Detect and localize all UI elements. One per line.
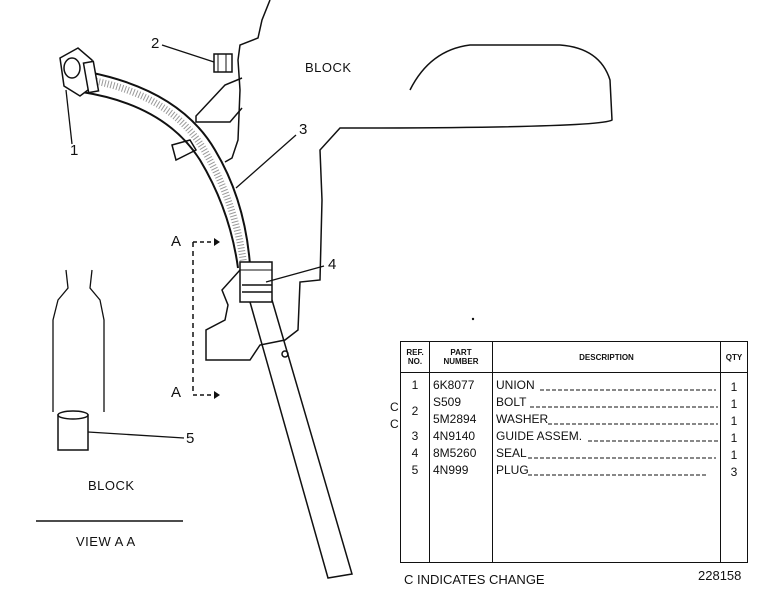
qty: 1 [730,431,738,445]
description: SEAL [496,446,527,460]
ref-column: 1 2 3 4 5 [400,372,430,563]
part-number: 4N999 [433,463,469,477]
block-outline-right [205,44,613,361]
header-ref: REF. NO. [400,341,430,373]
section-a-top: A [171,233,182,250]
description: WASHER [496,412,549,426]
description-column: UNION BOLT WASHER GUIDE ASSEM. SEAL PLUG [492,372,721,563]
description: PLUG [496,463,529,477]
header-qty: QTY [720,341,748,373]
change-legend: C INDICATES CHANGE [404,572,545,587]
qty: 1 [730,397,738,411]
block-outline [224,0,271,163]
view-a-a-outline [52,269,69,412]
part-number: 4N9140 [433,429,476,443]
qty: 1 [730,380,738,394]
description: UNION [496,378,535,392]
change-marker-washer: C [390,417,399,431]
callout-4: 4 [328,256,337,273]
header-description: DESCRIPTION [492,341,721,373]
qty: 1 [730,414,738,428]
description: GUIDE ASSEM. [496,429,583,443]
change-marker-bolt: C [390,400,399,414]
block-label-top: BLOCK [305,60,352,75]
lower-tube [249,299,353,579]
description: BOLT [496,395,527,409]
callout-3: 3 [299,121,308,138]
qty: 3 [730,465,738,479]
parts-list-table: REF. NO. PART NUMBER DESCRIPTION QTY 1 2… [400,341,748,563]
part-number: 8M5260 [433,446,477,460]
callout-5: 5 [186,430,195,447]
callout-1: 1 [70,142,79,159]
guide-tube-part-3 [87,71,251,266]
part-number-column: 6K8077 S509 5M2894 4N9140 8M5260 4N999 [429,372,493,563]
section-a-bottom: A [171,384,182,401]
qty-column: 1 1 1 1 1 3 [720,372,748,563]
part-number: S509 [433,395,462,409]
header-part-number: PART NUMBER [429,341,493,373]
block-label-view: BLOCK [88,478,135,493]
drawing-number: 228158 [698,568,742,583]
bracket [195,77,243,123]
qty: 1 [730,448,738,462]
part-number: 5M2894 [433,412,477,426]
part-number: 6K8077 [433,378,475,392]
view-title: VIEW A A [76,534,136,549]
callout-2: 2 [151,35,160,52]
